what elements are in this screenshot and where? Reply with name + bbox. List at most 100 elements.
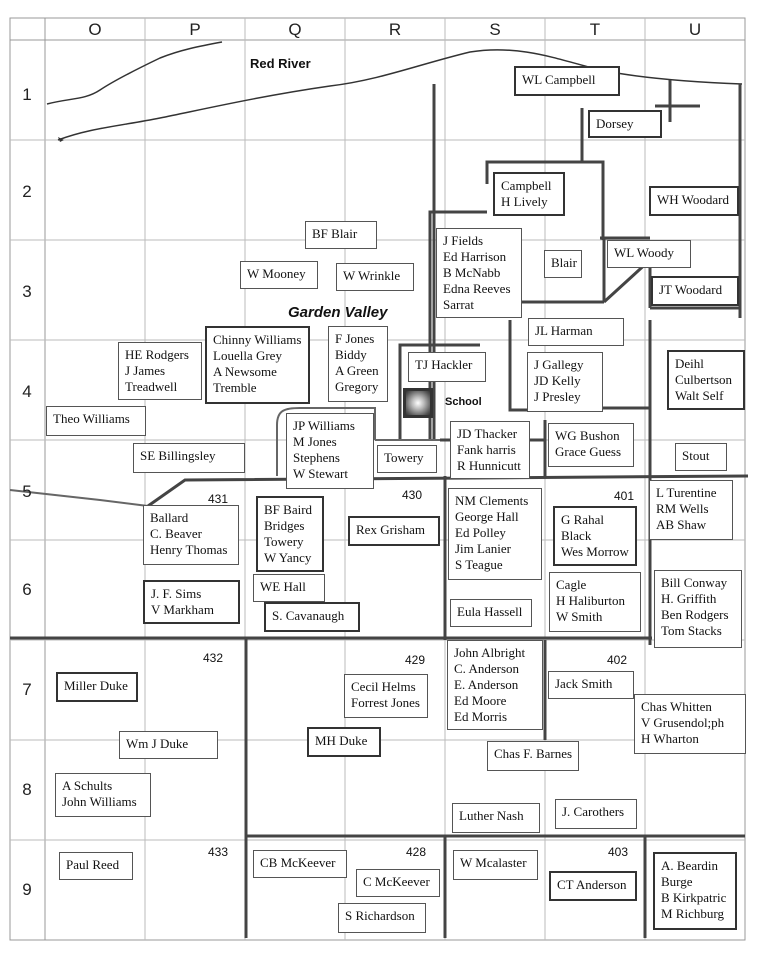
owner-name: Chinny Williams — [213, 332, 302, 347]
owner-box-we-hall: WE Hall — [253, 574, 325, 602]
owner-name: Luther Nash — [459, 808, 524, 823]
owner-box-chas-barnes: Chas F. Barnes — [487, 741, 579, 771]
column-header-o: O — [88, 20, 102, 39]
owner-name: Gregory — [335, 379, 379, 394]
owner-box-wh-woodard: WH Woodard — [649, 186, 739, 216]
owner-name: Stephens — [293, 450, 340, 465]
owner-name: SE Billingsley — [140, 448, 216, 463]
owner-box-miller-duke: Miller Duke — [56, 672, 138, 702]
owner-name: George Hall — [455, 509, 519, 524]
owner-name: WG Bushon — [555, 428, 620, 443]
owner-name: Miller Duke — [64, 678, 128, 693]
owner-name: AB Shaw — [656, 517, 707, 532]
owner-name: M Jones — [293, 434, 337, 449]
school-label: School — [445, 396, 482, 408]
owner-name: M Richburg — [661, 906, 724, 921]
owner-name: C. Beaver — [150, 526, 202, 541]
owner-name: WL Campbell — [522, 72, 596, 87]
owner-box-cb-mckeever: CB McKeever — [253, 850, 347, 878]
owner-name: JL Harman — [535, 323, 593, 338]
red-river-north-bank — [46, 41, 223, 105]
owner-name: Tom Stacks — [661, 623, 722, 638]
owner-name: Biddy — [335, 347, 367, 362]
column-header-s: S — [489, 20, 501, 39]
section-number: 402 — [607, 653, 628, 667]
owner-box-jt-woodard: JT Woodard — [651, 276, 739, 306]
owner-name: WL Woody — [614, 245, 674, 260]
owner-box-jack-smith: Jack Smith — [548, 671, 634, 699]
owner-name: Black — [561, 528, 592, 543]
owner-name: Treadwell — [125, 379, 178, 394]
owner-name: RM Wells — [656, 501, 709, 516]
owner-name: W Yancy — [264, 550, 312, 565]
owner-box-bf-blair: BF Blair — [305, 221, 377, 249]
owner-box-j-carothers: J. Carothers — [555, 799, 637, 829]
owner-name: Jack Smith — [555, 676, 613, 691]
owner-name: WE Hall — [260, 579, 306, 594]
owner-name: A Newsome — [213, 364, 277, 379]
column-header-r: R — [388, 20, 402, 39]
section-number: 401 — [614, 489, 635, 503]
owner-name: NM Clements — [455, 493, 529, 508]
owner-name: BF Blair — [312, 226, 358, 241]
garden-valley-label: Garden Valley — [288, 304, 388, 321]
row-header-4: 4 — [22, 382, 32, 401]
owner-name: HE Rodgers — [125, 347, 189, 362]
owner-name: WH Woodard — [657, 192, 730, 207]
secondary-lines — [9, 407, 440, 507]
row-header-3: 3 — [22, 282, 32, 301]
row-header-8: 8 — [22, 780, 32, 799]
owner-box-s-richardson: S Richardson — [338, 903, 426, 933]
owner-name: Eula Hassell — [457, 604, 523, 619]
owner-name: E. Anderson — [454, 677, 519, 692]
owner-box-paul-reed: Paul Reed — [59, 852, 133, 880]
river-mouth — [58, 137, 64, 142]
owner-name: Burge — [661, 874, 693, 889]
owner-name: MH Duke — [315, 733, 368, 748]
owner-name: Wes Morrow — [561, 544, 629, 559]
owner-name: Henry Thomas — [150, 542, 228, 557]
owner-name: C. Anderson — [454, 661, 519, 676]
owner-box-mh-duke: MH Duke — [307, 727, 381, 757]
owner-name: J. F. Sims — [151, 586, 202, 601]
owner-name: R Hunnicutt — [457, 458, 521, 473]
section-number: 431 — [208, 492, 229, 506]
owner-name: Chas F. Barnes — [494, 746, 573, 761]
owner-name: J Gallegy — [534, 357, 584, 372]
owner-name: Ben Rodgers — [661, 607, 729, 622]
owner-name: Ed Moore — [454, 693, 507, 708]
owner-name: Louella Grey — [213, 348, 282, 363]
owner-name: John Albright — [454, 645, 526, 660]
owner-name: Dorsey — [596, 116, 634, 131]
owner-name: TJ Hackler — [415, 357, 473, 372]
owner-box-eula-hassell: Eula Hassell — [450, 599, 532, 627]
owner-name: JD Kelly — [534, 373, 581, 388]
owner-name: Deihl — [675, 356, 704, 371]
red-river-label: Red River — [250, 56, 311, 71]
owner-name: Theo Williams — [53, 411, 130, 426]
owner-name: CT Anderson — [557, 877, 627, 892]
owner-name: A Green — [335, 363, 379, 378]
owner-box-stout: Stout — [675, 443, 727, 471]
section-number: 428 — [406, 845, 427, 859]
owner-box-jl-harman: JL Harman — [528, 318, 624, 346]
row-header-1: 1 — [22, 85, 32, 104]
owner-box-theo-williams: Theo Williams — [46, 406, 146, 436]
owner-name: Edna Reeves — [443, 281, 511, 296]
owner-name: W Mcalaster — [460, 855, 527, 870]
owner-box-tj-hackler: TJ Hackler — [408, 352, 486, 382]
owner-name: Ed Morris — [454, 709, 508, 724]
section-number: 430 — [402, 488, 423, 502]
owner-name: S Richardson — [345, 908, 415, 923]
owner-name: CB McKeever — [260, 855, 336, 870]
owner-name: Stout — [682, 448, 710, 463]
owner-box-wm-j-duke: Wm J Duke — [119, 731, 218, 759]
owner-name: JT Woodard — [659, 282, 723, 297]
